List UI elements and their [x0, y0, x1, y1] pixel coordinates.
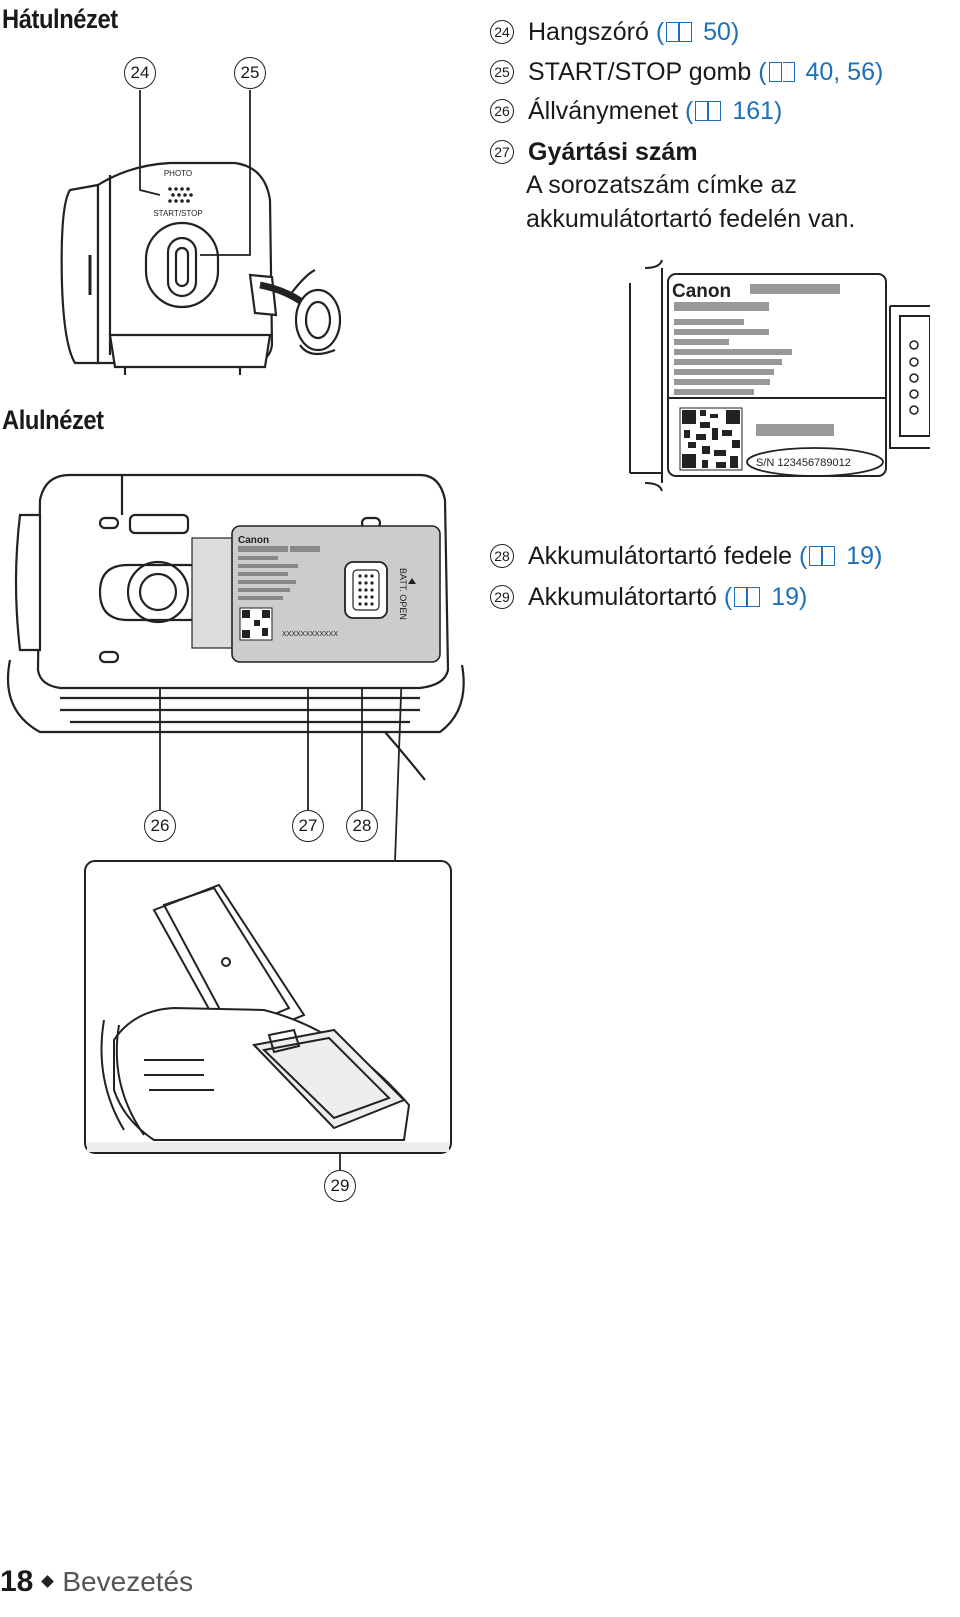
callout-27: 27 — [292, 810, 324, 842]
heading-rear-view: Hátulnézet — [2, 4, 118, 34]
callout-26: 26 — [144, 810, 176, 842]
section-name: Bevezetés — [62, 1566, 194, 1597]
start-stop-label: START/STOP — [153, 209, 202, 218]
page-ref[interactable]: ( 19) — [723, 583, 808, 611]
page-ref[interactable]: ( 50) — [655, 18, 740, 46]
item-number: 25 — [490, 60, 514, 84]
serial-note-line-1: A sorozatszám címke az — [526, 171, 797, 199]
item-battery-cover: 28 Akkumulátortartó fedele ( 19) — [490, 541, 882, 571]
callout-28: 28 — [346, 810, 378, 842]
battery-compartment-illustration — [84, 860, 452, 1154]
page-number: 18 — [0, 1565, 34, 1598]
batt-open-label: BATT. OPEN — [398, 568, 408, 620]
serial-small: XXXXXXXXXXXX — [282, 631, 338, 638]
qr-code — [679, 407, 743, 471]
item-tripod: 26 Állványmenet ( 161) — [490, 96, 782, 126]
photo-label: PHOTO — [164, 169, 192, 178]
page-footer: 18 Bevezetés — [0, 1565, 193, 1599]
item-number: 26 — [490, 99, 514, 123]
item-number: 27 — [490, 140, 514, 164]
item-number: 29 — [490, 585, 514, 609]
serial-note-line-2: akkumulátortartó fedelén van. — [526, 205, 856, 233]
item-label: Akkumulátortartó — [528, 583, 717, 611]
book-icon — [666, 22, 693, 42]
callout-24: 24 — [124, 57, 156, 89]
item-label: Gyártási szám — [528, 138, 698, 166]
item-label: Hangszóró — [528, 18, 649, 46]
book-icon — [734, 587, 761, 607]
callout-29: 29 — [324, 1170, 356, 1202]
heading-bottom-view: Alulnézet — [2, 405, 104, 435]
canon-logo: Canon — [672, 281, 731, 302]
page-ref[interactable]: ( 161) — [685, 97, 783, 125]
diamond-icon — [41, 1575, 55, 1588]
item-serial: 27 Gyártási szám — [490, 137, 698, 167]
serial-label-illustration: Canon S/N 123456789012 — [629, 259, 930, 492]
book-icon — [768, 62, 795, 82]
bottom-view-illustration: Canon XXXXXXXXXXXX BATT. OPEN — [6, 473, 465, 781]
item-label: Akkumulátortartó fedele — [528, 542, 793, 570]
item-number: 28 — [490, 544, 514, 568]
rear-view-illustration: PHOTO START/STOP — [60, 161, 342, 375]
item-battery-holder: 29 Akkumulátortartó ( 19) — [490, 582, 807, 612]
book-icon — [695, 101, 722, 121]
item-label: START/STOP gomb — [528, 58, 752, 86]
page-ref[interactable]: ( 40, 56) — [758, 58, 884, 86]
item-label: Állványmenet — [528, 97, 679, 125]
canon-logo-small: Canon — [238, 535, 269, 546]
item-speaker: 24 Hangszóró ( 50) — [490, 17, 739, 47]
item-number: 24 — [490, 20, 514, 44]
page-ref[interactable]: ( 19) — [798, 542, 883, 570]
book-icon — [809, 546, 836, 566]
serial-number: S/N 123456789012 — [756, 457, 851, 469]
item-start-stop: 25 START/STOP gomb ( 40, 56) — [490, 57, 883, 87]
callout-25: 25 — [234, 57, 266, 89]
